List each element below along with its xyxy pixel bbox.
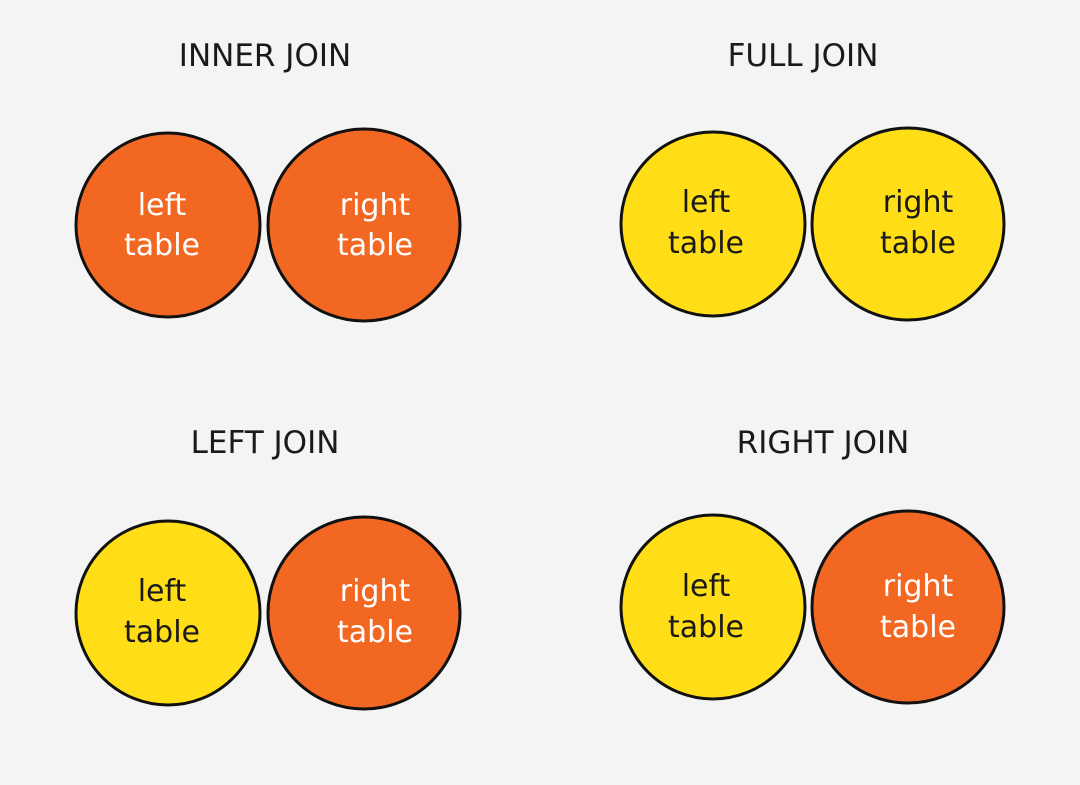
inner-join-diagram: INNER JOIN left table right table: [74, 38, 462, 323]
inner-join-left-circle: [76, 133, 260, 317]
right-join-left-label-line1: left: [682, 569, 731, 604]
full-join-right-circle: [812, 128, 1004, 320]
full-join-title: FULL JOIN: [728, 38, 879, 74]
left-join-left-label-line2: table: [124, 615, 200, 650]
inner-join-venn: left table right table: [74, 127, 462, 323]
full-join-right-label-line2: table: [880, 226, 956, 261]
right-join-left-circle: [621, 515, 805, 699]
full-join-diagram: FULL JOIN left table right table: [619, 38, 1006, 322]
right-join-venn: left table right table: [619, 509, 1006, 705]
full-join-left-circle: [621, 132, 805, 316]
left-join-left-circle: [76, 521, 260, 705]
left-join-diagram: LEFT JOIN left table right table: [74, 425, 462, 711]
right-join-right-label-line2: table: [880, 610, 956, 645]
full-join-venn: left table right table: [619, 126, 1006, 322]
left-join-title: LEFT JOIN: [191, 425, 340, 461]
left-join-right-label-line1: right: [340, 574, 411, 609]
inner-join-left-outline: [74, 131, 262, 319]
inner-join-left-label-line2: table: [124, 228, 200, 263]
inner-join-right-circle: [268, 129, 460, 321]
inner-join-left-label-line1: left: [138, 188, 187, 223]
inner-join-right-label-line1: right: [340, 188, 411, 223]
right-join-title: RIGHT JOIN: [737, 425, 910, 461]
left-join-left-outline: [74, 519, 262, 707]
inner-join-right-label-line2: table: [337, 228, 413, 263]
left-join-right-label-line2: table: [337, 615, 413, 650]
right-join-left-outline: [619, 513, 807, 701]
left-join-right-outline: [266, 515, 462, 711]
right-join-diagram: RIGHT JOIN left table right table: [619, 425, 1006, 705]
inner-join-title: INNER JOIN: [179, 38, 351, 74]
full-join-left-label-line2: table: [668, 226, 744, 261]
right-join-left-label-line2: table: [668, 610, 744, 645]
right-join-right-outline: [810, 509, 1006, 705]
full-join-left-outline: [619, 130, 807, 318]
full-join-right-label-line1: right: [883, 185, 954, 220]
left-join-left-label-line1: left: [138, 574, 187, 609]
full-join-right-outline: [810, 126, 1006, 322]
left-join-right-circle: [268, 517, 460, 709]
left-join-venn: left table right table: [74, 515, 462, 711]
full-join-left-label-line1: left: [682, 185, 731, 220]
right-join-right-circle: [812, 511, 1004, 703]
right-join-right-label-line1: right: [883, 569, 954, 604]
inner-join-right-outline: [266, 127, 462, 323]
